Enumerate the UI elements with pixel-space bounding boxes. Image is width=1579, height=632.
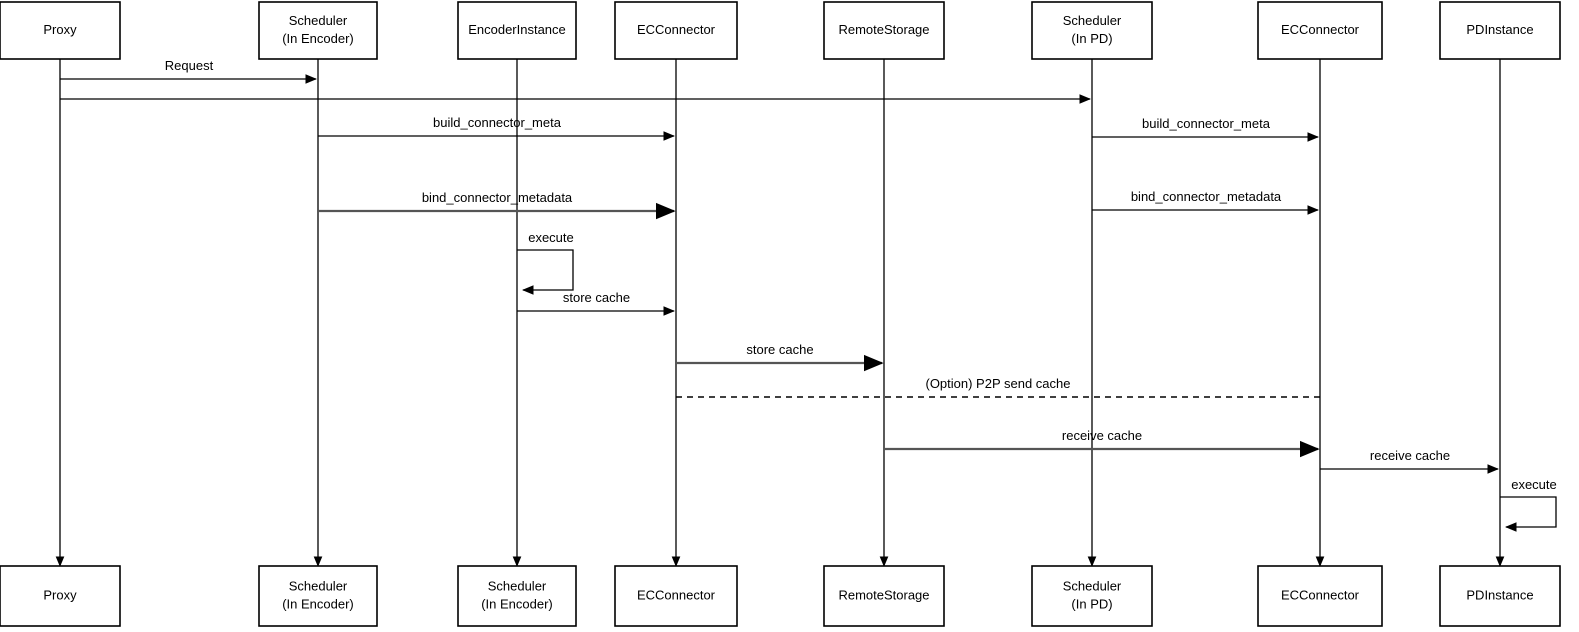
top-participant-boxes: Proxy Scheduler (In Encoder) EncoderInstanc…: [0, 1, 1561, 60]
message-label: (Option) P2P send cache: [925, 376, 1070, 391]
participant-box-rect: [1439, 1, 1561, 60]
message-label: build_connector_meta: [1142, 116, 1271, 131]
message-m13[interactable]: execute: [1500, 477, 1557, 532]
message-label: Request: [165, 58, 214, 73]
participant-box-ec_connector_r[interactable]: ECConnector: [1257, 1, 1383, 60]
participant-box-rect: [1439, 565, 1561, 627]
participant-sublabel: (In PD): [1071, 31, 1112, 46]
participant-label: PDInstance: [1466, 22, 1533, 37]
participant-box-rect: [1257, 1, 1383, 60]
participant-label: PDInstance: [1466, 587, 1533, 602]
participant-label: ECConnector: [1281, 22, 1360, 37]
participant-label: RemoteStorage: [838, 587, 929, 602]
message-label: build_connector_meta: [433, 115, 562, 130]
participant-box-proxy[interactable]: Proxy: [0, 1, 121, 60]
participant-label: ECConnector: [1281, 587, 1360, 602]
message-m7[interactable]: execute: [517, 230, 574, 295]
message-self-loop: [517, 249, 574, 295]
participant-label: Scheduler: [1063, 578, 1122, 593]
message-self-loop: [1500, 496, 1557, 532]
message-label: store cache: [746, 342, 813, 357]
participant-box-rect: [1031, 1, 1153, 60]
participant-box-rect: [614, 565, 738, 627]
message-label: bind_connector_metadata: [422, 190, 573, 205]
participant-label: ECConnector: [637, 587, 716, 602]
participant-box-scheduler_encoder[interactable]: Scheduler (In Encoder): [258, 1, 378, 60]
participant-box-rect: [0, 565, 121, 627]
message-label: execute: [1511, 477, 1557, 492]
message-m10[interactable]: (Option) P2P send cache: [676, 376, 1320, 398]
message-m5[interactable]: bind_connector_metadata: [318, 190, 676, 220]
participant-label: Scheduler: [1063, 13, 1122, 28]
message-m3[interactable]: build_connector_meta: [318, 115, 675, 141]
participant-box-ec_connector_r[interactable]: ECConnector: [1257, 565, 1383, 627]
participant-box-remote_storage[interactable]: RemoteStorage: [823, 1, 945, 60]
bottom-participant-boxes: Proxy Scheduler (In Encoder) Scheduler (In E…: [0, 565, 1561, 627]
participant-box-ec_connector_l[interactable]: ECConnector: [614, 1, 738, 60]
message-label: execute: [528, 230, 574, 245]
message-label: receive cache: [1370, 448, 1450, 463]
participant-box-rect: [614, 1, 738, 60]
participant-box-rect: [457, 565, 577, 627]
participant-box-rect: [1257, 565, 1383, 627]
lifelines-group: [55, 59, 1505, 567]
participant-label: RemoteStorage: [838, 22, 929, 37]
participant-box-proxy[interactable]: Proxy: [0, 565, 121, 627]
participant-box-rect: [258, 1, 378, 60]
participant-box-rect: [1031, 565, 1153, 627]
participant-label: Scheduler: [289, 578, 348, 593]
participant-box-scheduler_pd[interactable]: Scheduler (In PD): [1031, 1, 1153, 60]
participant-box-scheduler_encoder[interactable]: Scheduler (In Encoder): [258, 565, 378, 627]
message-m11[interactable]: receive cache: [884, 428, 1320, 458]
participant-label: Proxy: [43, 587, 77, 602]
participant-box-rect: [823, 565, 945, 627]
message-label: receive cache: [1062, 428, 1142, 443]
participant-box-remote_storage[interactable]: RemoteStorage: [823, 565, 945, 627]
participant-label: Scheduler: [488, 578, 547, 593]
message-m9[interactable]: store cache: [676, 342, 884, 372]
messages-group: Request build_connector_meta build_connect…: [60, 58, 1557, 532]
participant-box-pd_instance[interactable]: PDInstance: [1439, 1, 1561, 60]
message-label: bind_connector_metadata: [1131, 189, 1282, 204]
participant-box-rect: [823, 1, 945, 60]
participant-label: Proxy: [43, 22, 77, 37]
participant-sublabel: (In PD): [1071, 596, 1112, 611]
participant-sublabel: (In Encoder): [481, 596, 553, 611]
message-m12[interactable]: receive cache: [1320, 448, 1499, 474]
participant-sublabel: (In Encoder): [282, 31, 354, 46]
participant-box-rect: [0, 1, 121, 60]
message-m1[interactable]: Request: [60, 58, 317, 84]
participant-label: ECConnector: [637, 22, 716, 37]
participant-box-encoder_instance[interactable]: EncoderInstance: [457, 1, 577, 60]
participant-box-rect: [258, 565, 378, 627]
message-m4[interactable]: build_connector_meta: [1092, 116, 1319, 142]
participant-box-pd_instance[interactable]: PDInstance: [1439, 565, 1561, 627]
participant-box-rect: [457, 1, 577, 60]
participant-box-ec_connector_l[interactable]: ECConnector: [614, 565, 738, 627]
message-m8[interactable]: store cache: [517, 290, 675, 316]
participant-label: EncoderInstance: [468, 22, 566, 37]
message-m6[interactable]: bind_connector_metadata: [1092, 189, 1319, 215]
message-label: store cache: [563, 290, 630, 305]
participant-label: Scheduler: [289, 13, 348, 28]
participant-box-scheduler_pd[interactable]: Scheduler (In PD): [1031, 565, 1153, 627]
participant-box-encoder_instance[interactable]: Scheduler (In Encoder): [457, 565, 577, 627]
participant-sublabel: (In Encoder): [282, 596, 354, 611]
